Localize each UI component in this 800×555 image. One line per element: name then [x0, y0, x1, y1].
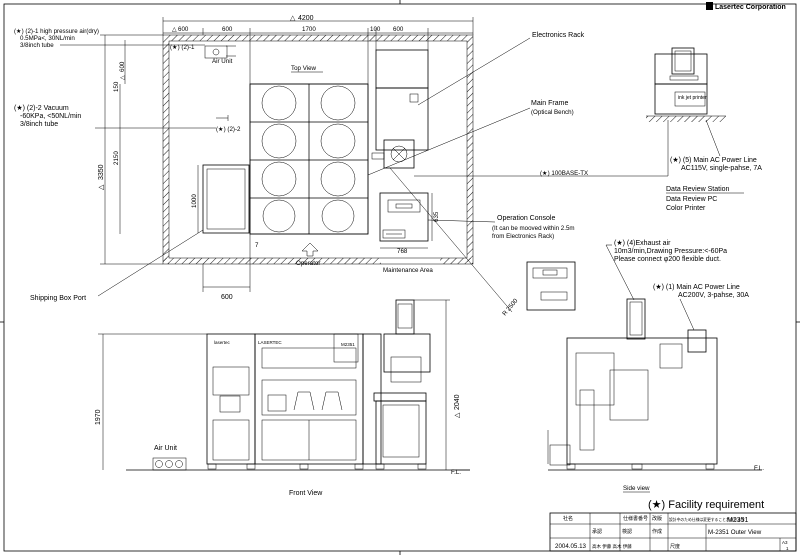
drawing-border [3, 3, 797, 552]
optical-bench-label: (Optical Bench) [531, 109, 574, 116]
svg-text:600: 600 [119, 61, 126, 72]
air-spec-line-1: (★) (2)-1 high pressure air(dry) [14, 28, 99, 35]
brand-mark-a: lasertec [214, 340, 231, 345]
callouts-side: (★) (4)Exhaust air 10m3/min,Drawing Pres… [605, 239, 749, 331]
data-review-pc: Data Review PC [666, 196, 717, 203]
front-view-label: Front View [289, 490, 323, 497]
base-tx-label: (★) 100BASE-TX [540, 170, 588, 177]
brand-mark-b: LASERTEC [258, 340, 282, 345]
svg-text:4200: 4200 [298, 15, 314, 22]
svg-text:2150: 2150 [113, 151, 120, 165]
shipping-box-port-label: Shipping Box Port [30, 295, 86, 302]
power1-line-2: AC200V, 3-pahse, 30A [678, 292, 749, 299]
side-view-label: Side view [623, 485, 650, 492]
power5-line-2: AC115V, single-pahse, 7A [681, 165, 762, 172]
main-frame-label: Main Frame [531, 100, 568, 107]
air-unit-front-label: Air Unit [154, 445, 177, 452]
sheet-number: 1 [786, 546, 789, 551]
vac-spec-line-1: (★) (2)-2 Vacuum [14, 104, 69, 112]
svg-text:1970: 1970 [95, 409, 102, 425]
svg-text:2040: 2040 [454, 394, 461, 410]
operator-label: Operator [296, 260, 320, 267]
maintenance-area-label: Maintenance Area [383, 267, 433, 274]
main-frame-top [249, 83, 369, 235]
electronics-rack-top [371, 49, 429, 169]
air-spec-line-3: 3/8inch tube [20, 42, 54, 49]
svg-text:△: △ [172, 26, 177, 33]
floor-label-side: F.L. [754, 465, 764, 472]
col-company: 社名 [563, 515, 573, 522]
operation-console-alt [526, 261, 576, 311]
front-view: F.L. lasertec LASERTEC M2351 [95, 299, 470, 497]
exhaust-line-2: 10m3/min,Drawing Pressure:<-60Pa [614, 248, 727, 255]
company-logo: Lasertec Corporation [706, 2, 786, 11]
drawing-title: M-2351 Outer View [708, 529, 762, 536]
col-check: 検認 [622, 528, 632, 535]
svg-text:△: △ [290, 15, 296, 22]
side-view: F.L. Side view [547, 298, 764, 493]
svg-text:△: △ [119, 75, 126, 80]
title-block: 社名 仕様書番号 改版 設計中のため仕様は変更することがあります M2351 承… [549, 512, 797, 552]
svg-text:600: 600 [221, 294, 233, 301]
brand-mark-c: M2351 [341, 342, 355, 347]
top-view: Top View Air Unit [98, 15, 474, 301]
note-jp: 設計中のため仕様は変更することがあります [669, 517, 745, 522]
shipping-box-port-top [202, 164, 250, 234]
power5-line-1: (★) (5) Main AC Power Line [670, 156, 757, 164]
electronics-rack-label: Electronics Rack [532, 32, 585, 39]
callouts-right: Electronics Rack Main Frame (Optical Ben… [367, 32, 669, 317]
air-spec-line-2: 0.5MPa<, 30NL/min [20, 35, 75, 42]
data-review-printer: Color Printer [666, 205, 706, 212]
floor-label-front: F.L. [451, 469, 461, 476]
svg-text:600: 600 [393, 26, 404, 33]
exhaust-line-1: (★) (4)Exhaust air [614, 239, 671, 247]
data-review-station: ink jet printer (★) (5) Main AC Power Li… [646, 47, 762, 212]
company-name: Lasertec Corporation [715, 4, 786, 11]
svg-text:635: 635 [433, 211, 440, 222]
tag-2-1: (★) (2)-1 [170, 44, 195, 51]
air-unit-front: Air Unit [152, 445, 187, 471]
svg-text:1000: 1000 [191, 194, 198, 208]
radius-label: R 2500 [501, 297, 520, 317]
op-console-label: Operation Console [497, 215, 555, 222]
col-rev: 改版 [652, 515, 662, 522]
svg-text:600: 600 [178, 26, 189, 33]
tag-2-2: (★) (2)-2 [216, 126, 241, 133]
operator-marker: Operator [296, 242, 320, 267]
svg-text:3350: 3350 [98, 164, 105, 180]
paper-size: A3 [782, 540, 788, 545]
operation-console-top [379, 192, 429, 242]
top-dimensions: 4200 △ 600△ 600 1700 100 600 3350 △ 2150… [98, 15, 474, 301]
col-approval: 承認 [592, 528, 602, 535]
power1-line-1: (★) (1) Main AC Power Line [653, 283, 740, 291]
svg-text:7: 7 [255, 242, 259, 249]
svg-text:600: 600 [222, 26, 233, 33]
svg-text:△: △ [98, 184, 105, 190]
op-console-note-1: (It can be mooved within 2.5m [492, 225, 575, 232]
col-scale: 尺度 [670, 543, 680, 550]
facility-requirement-title: (★) Facility requirement [648, 499, 764, 511]
exhaust-line-3: Please connect φ200 flexible duct. [614, 256, 721, 263]
svg-text:100: 100 [370, 26, 381, 33]
vac-spec-line-2: -60KPa, <50NL/min [20, 113, 81, 120]
col-spec: 仕様書番号 [623, 515, 648, 522]
air-unit-top-label: Air Unit [212, 58, 233, 65]
data-review-title: Data Review Station [666, 186, 730, 193]
model-number: M2351 [727, 517, 749, 524]
signatures: 高木 伊藤 高木 伊藤 [592, 543, 632, 550]
drawing-date: 2004.05.13 [555, 543, 587, 550]
op-console-note-2: from Electronics Rack) [492, 233, 554, 240]
svg-text:1700: 1700 [302, 26, 316, 33]
ink-jet-label: ink jet printer [678, 95, 707, 101]
svg-text:150: 150 [113, 81, 120, 92]
top-view-label: Top View [291, 65, 317, 72]
vac-spec-line-3: 3/8inch tube [20, 121, 58, 128]
svg-text:768: 768 [397, 248, 408, 255]
air-unit-top: Air Unit [204, 45, 236, 65]
utility-specs-left: (★) (2)-1 high pressure air(dry) 0.5MPa<… [14, 28, 216, 302]
svg-text:△: △ [454, 412, 461, 418]
col-draft: 作成 [652, 528, 662, 535]
